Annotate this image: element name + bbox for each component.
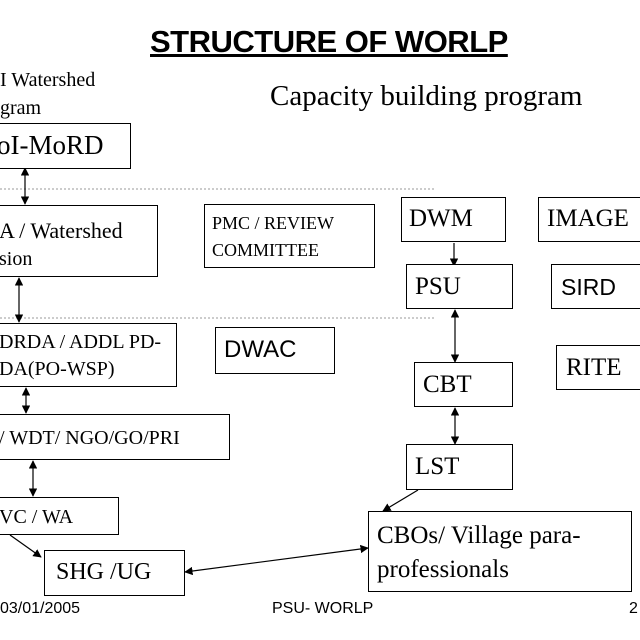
watershed-program-line-1: I Watershed [0, 69, 96, 91]
cbt-label: CBT [423, 371, 472, 398]
footer-page-number: 2 [629, 600, 638, 617]
arrow-shg-cbos [184, 544, 369, 576]
arrow-lst-cbos [382, 489, 419, 512]
mission-line-2: sion [0, 248, 33, 270]
page-title: STRUCTURE OF WORLP [150, 24, 508, 59]
sird-box: SIRD [551, 264, 640, 309]
image-box: IMAGE [538, 197, 640, 242]
watershed-program-label: I Watershed gram [0, 66, 95, 122]
drda-line-2: DA(PO-WSP) [0, 358, 115, 380]
pmc-line-1: PMC / REVIEW [212, 213, 335, 233]
dwac-label: DWAC [224, 336, 297, 363]
cbos-box: CBOs/ Village para- professionals [368, 511, 632, 592]
cbos-line-2: professionals [377, 556, 509, 583]
dwm-box: DWM [401, 197, 506, 242]
wdt-label: / WDT/ NGO/GO/PRI [0, 427, 180, 449]
shg-ug-box: SHG /UG [44, 550, 185, 596]
lst-box: LST [406, 444, 513, 490]
goi-mord-box: oI-MoRD [0, 123, 131, 169]
rite-box: RITE [556, 345, 640, 390]
cbos-line-1: CBOs/ Village para- [377, 522, 581, 549]
cbt-box: CBT [414, 362, 513, 407]
mission-line-1: A / Watershed [0, 218, 123, 243]
drda-line-1: DRDA / ADDL PD- [0, 331, 162, 353]
footer-center: PSU- WORLP [272, 600, 374, 617]
psu-box: PSU [406, 264, 513, 309]
sird-label: SIRD [561, 274, 616, 300]
pmc-review-box: PMC / REVIEW COMMITTEE [204, 204, 375, 268]
watershed-mission-box: A / Watershed sion [0, 205, 158, 277]
rite-label: RITE [566, 354, 622, 381]
watershed-program-line-2: gram [0, 97, 42, 119]
goi-mord-label: oI-MoRD [0, 130, 104, 160]
image-label: IMAGE [547, 205, 629, 232]
shg-ug-label: SHG /UG [56, 559, 152, 585]
dwac-box: DWAC [215, 327, 335, 374]
drda-box: DRDA / ADDL PD- DA(PO-WSP) [0, 323, 177, 387]
dwm-label: DWM [409, 205, 473, 232]
pmc-line-2: COMMITTEE [212, 240, 319, 260]
lst-label: LST [415, 453, 460, 480]
wc-wa-label: VC / WA [0, 506, 74, 528]
arrow-wc-shg [9, 534, 42, 558]
wdt-box: / WDT/ NGO/GO/PRI [0, 414, 230, 460]
footer-date: 03/01/2005 [0, 600, 81, 617]
wc-wa-box: VC / WA [0, 497, 119, 535]
subtitle: Capacity building program [270, 80, 583, 112]
psu-label: PSU [415, 273, 461, 300]
